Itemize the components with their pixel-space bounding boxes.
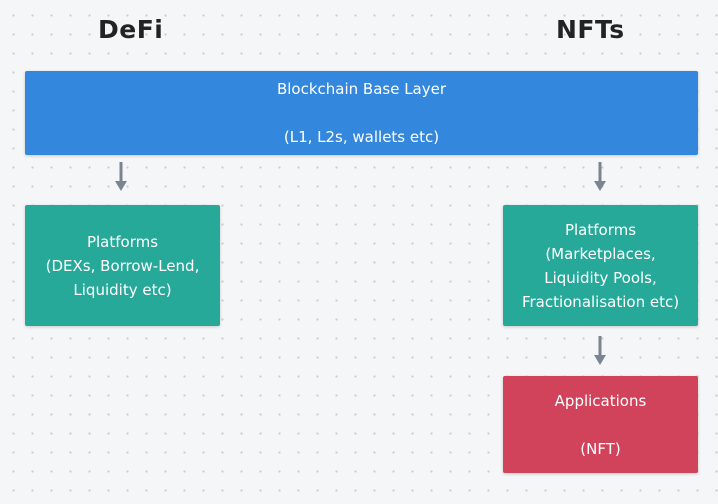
nfts-heading: NFTs <box>556 15 625 44</box>
defi-platforms-box[interactable]: Platforms (DEXs, Borrow-Lend, Liquidity … <box>25 205 220 326</box>
arrow-down-icon <box>594 336 606 365</box>
applications-box[interactable]: Applications (NFT) <box>503 376 698 473</box>
defi-platforms-label: Platforms (DEXs, Borrow-Lend, Liquidity … <box>45 232 200 299</box>
applications-title: Applications <box>554 391 647 410</box>
blockchain-base-layer-box[interactable]: Blockchain Base Layer (L1, L2s, wallets … <box>25 71 698 155</box>
base-layer-subtitle: (L1, L2s, wallets etc) <box>283 128 440 146</box>
arrow-down-icon <box>115 162 127 191</box>
base-layer-title: Blockchain Base Layer <box>276 80 447 98</box>
nft-platforms-label: Platforms (Marketplaces, Liquidity Pools… <box>521 220 680 311</box>
applications-subtitle: (NFT) <box>580 439 621 458</box>
defi-heading: DeFi <box>98 15 164 44</box>
arrow-down-icon <box>594 162 606 191</box>
nft-platforms-box[interactable]: Platforms (Marketplaces, Liquidity Pools… <box>503 205 698 326</box>
